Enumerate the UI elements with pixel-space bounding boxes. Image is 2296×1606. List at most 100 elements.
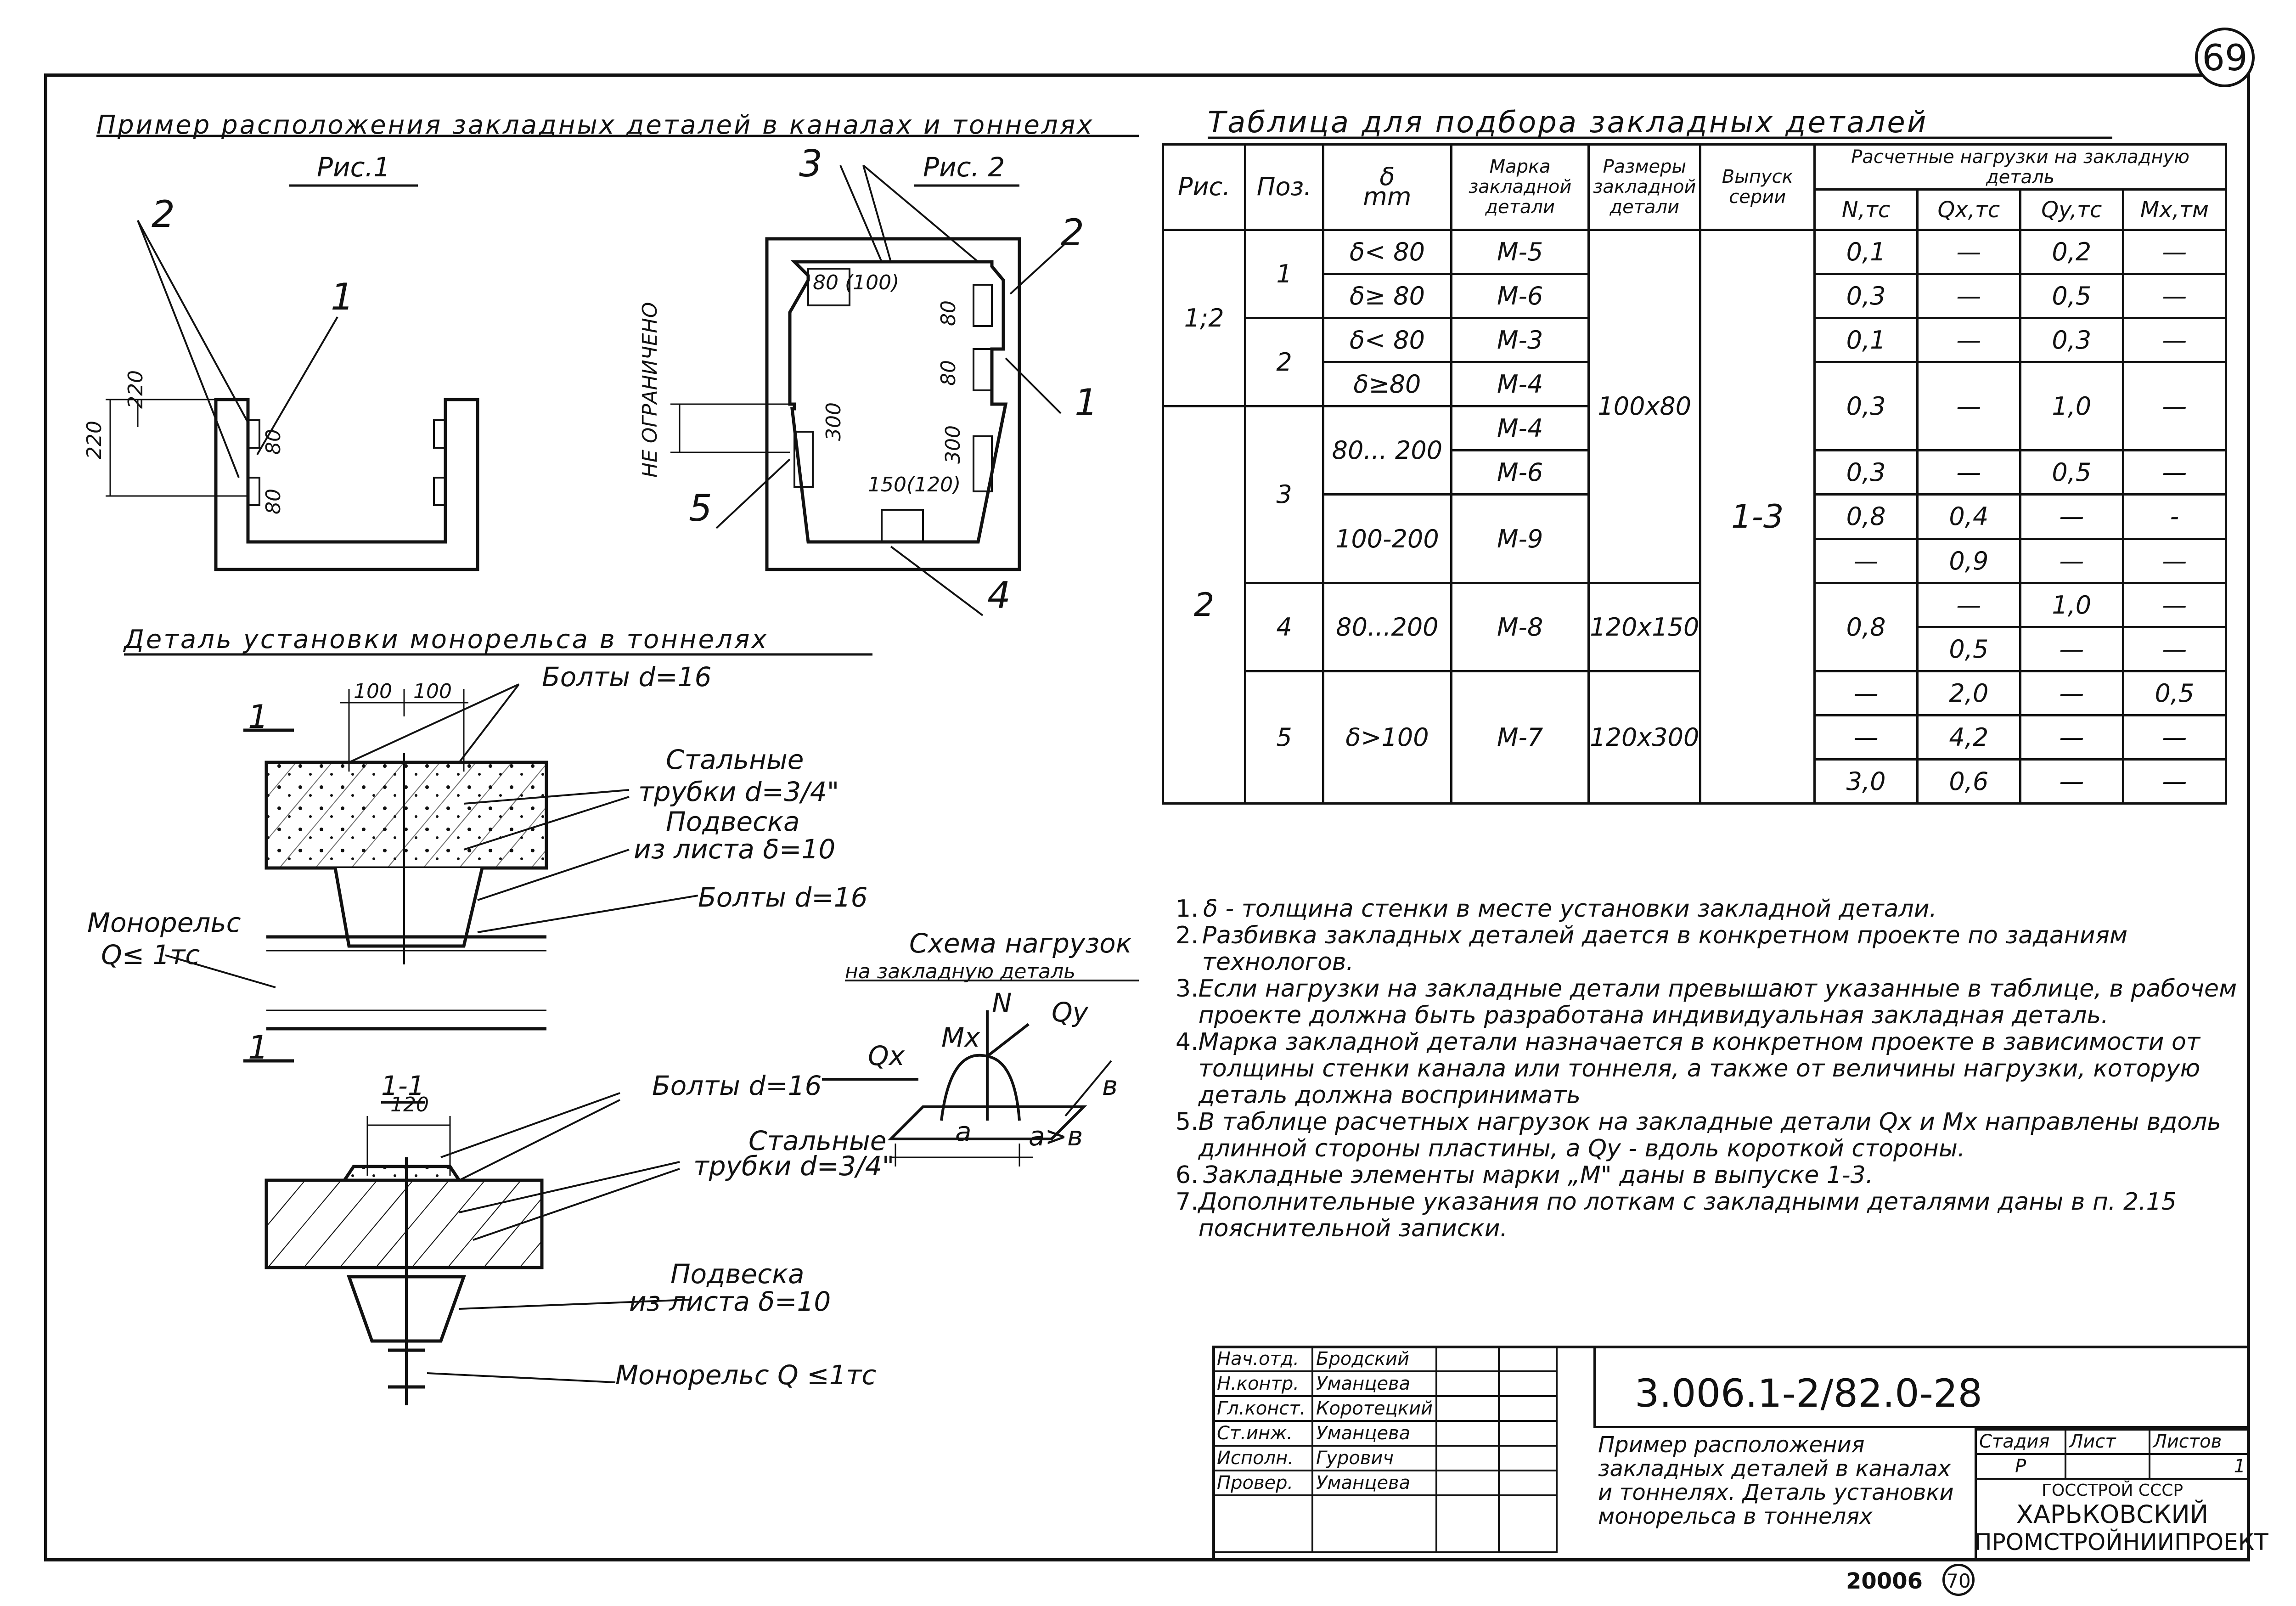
table-row: 1;2 1 δ< 80 М-5 100x80 1-3 0,1 — 0,2 — [1161, 228, 2228, 805]
cell-qy: — [2019, 758, 2124, 805]
sig-signature [1435, 1445, 1500, 1471]
sig-role: Нач.отд. [1212, 1346, 1313, 1372]
cell-fig-1-2: 1;2 [1161, 228, 1247, 408]
mono-monorail: Монорельс [87, 907, 241, 938]
sheet-value [2065, 1453, 2150, 1480]
mono-hanger: Подвеска [666, 806, 800, 837]
scheme-qx: Qx [868, 1040, 905, 1071]
cell-qy: — [2019, 670, 2124, 716]
footer-code: 20006 [1846, 1568, 1923, 1594]
section-bolts: Болты d=16 [652, 1070, 822, 1101]
sig-signature [1435, 1346, 1500, 1372]
fig2-tunnel [670, 164, 1066, 616]
cell-mx: 0,5 [2122, 670, 2228, 716]
cell-qy: 0,3 [2019, 317, 2124, 364]
cell-pos: 4 [1244, 581, 1324, 672]
cell-mx: - [2122, 493, 2228, 540]
table-row: 5 δ>100 М-7 120x300 — 2,0 — 0,5 [1163, 670, 2228, 805]
note-item: 2.Разбивка закладных деталей дается в ко… [1176, 922, 2245, 975]
cell-fig-2: 2 [1161, 405, 1247, 805]
cell-qy: 1,0 [2019, 581, 2124, 628]
cell-pos: 2 [1244, 317, 1324, 408]
scheme-n: N [992, 987, 1012, 1019]
stage-value: Р [1974, 1453, 2067, 1480]
cell-pos: 1 [1244, 228, 1324, 320]
note-number: 3. [1176, 975, 1199, 1003]
section-hanger-sheet: из листа δ=10 [629, 1286, 831, 1317]
th-pos: Поз. [1244, 143, 1324, 231]
cell-n: 0,1 [1813, 317, 1919, 364]
fig1-dim-220a: 220 [124, 370, 147, 409]
cell-mark: М-8 [1450, 581, 1590, 672]
sig-empty [1311, 1494, 1438, 1553]
note-item: 7.Дополнительные указания по лоткам с за… [1176, 1189, 2245, 1242]
sig-role: Ст.инж. [1212, 1420, 1313, 1447]
cell-n: 0,8 [1813, 493, 1919, 540]
cell-mark: М-7 [1450, 670, 1590, 805]
org-line-2: ХАРЬКОВСКИЙ [2016, 1500, 2209, 1529]
note-item: 3.Если нагрузки на закладные детали прев… [1176, 975, 2245, 1029]
sig-role: Исполн. [1212, 1445, 1313, 1471]
table-title: Таблица для подбора закладных деталей [1208, 106, 1928, 140]
cell-size: 100x80 [1587, 228, 1702, 584]
cell-pos: 3 [1244, 405, 1324, 584]
cell-mark: М-4 [1450, 361, 1590, 408]
note-text: δ - толщина стенки в месте установки зак… [1203, 895, 1937, 923]
cell-mx: — [2122, 625, 2228, 672]
cell-mx: — [2122, 581, 2228, 628]
code-box [1593, 1346, 2250, 1428]
cell-mx: — [2122, 714, 2228, 761]
cell-delta: δ≥ 80 [1322, 273, 1453, 320]
note-text: В таблице расчетных нагрузок на закладны… [1198, 1108, 2222, 1162]
note-number: 7. [1176, 1188, 1199, 1216]
sig-role: Гл.конст. [1212, 1395, 1313, 1422]
fig2-unlimited: НЕ ОГРАНИЧЕНО [638, 302, 662, 478]
cell-delta: δ< 80 [1322, 317, 1453, 364]
scheme-a-gt-b: a>в [1029, 1121, 1083, 1152]
th-qy: Qy,тс [2019, 188, 2124, 231]
notes-list: 1.δ - толщина стенки в месте установки з… [1176, 896, 2245, 1242]
sig-name: Уманцева [1311, 1420, 1438, 1447]
cell-qx: 0,4 [1916, 493, 2021, 540]
sig-date [1498, 1420, 1558, 1447]
organization: ГОССТРОЙ СССР ХАРЬКОВСКИЙ ПРОМСТРОЙНИИПР… [1975, 1481, 2268, 1555]
note-number: 1. [1176, 895, 1199, 923]
cell-n: — [1813, 537, 1919, 584]
note-text: Закладные элементы марки „М" даны в выпу… [1203, 1161, 1874, 1189]
th-fig: Рис. [1161, 143, 1247, 231]
cell-mark: М-6 [1450, 273, 1590, 320]
scheme-mx: Mx [941, 1022, 980, 1053]
fig2-dim-300b: 300 [941, 425, 965, 464]
cell-mx: — [2122, 361, 2228, 452]
sheets-value: 1 [2148, 1453, 2251, 1480]
table-row: М-6 0,3 — 0,5 — [1163, 449, 2228, 496]
cell-qx: 0,9 [1916, 537, 2021, 584]
signature-row [1212, 1494, 1558, 1553]
fig1-pos1: 1 [331, 276, 354, 318]
note-item: 6.Закладные элементы марки „М" даны в вы… [1176, 1162, 2245, 1189]
cell-qy: 0,2 [2019, 228, 2124, 276]
section-monorail: Монорельс Q ≤1тс [615, 1359, 877, 1391]
cell-mark: М-3 [1450, 317, 1590, 364]
cell-mx: — [2122, 537, 2228, 584]
cell-qx: 4,2 [1916, 714, 2021, 761]
table-row: 100-200 М-9 0,8 0,4 — - [1163, 493, 2228, 584]
cell-qx: — [1916, 581, 2021, 628]
cell-qy: 0,5 [2019, 449, 2124, 496]
sig-date [1498, 1395, 1558, 1422]
sig-signature [1435, 1395, 1500, 1422]
fig2-caption: Рис. 2 [923, 152, 1005, 183]
section-steel-tubes: Стальные [748, 1125, 887, 1156]
section-hanger: Подвеска [670, 1258, 805, 1290]
fig1-dim-220b: 220 [83, 421, 106, 459]
cell-n: 0,1 [1813, 228, 1919, 276]
section-caption: 1-1 [381, 1070, 425, 1104]
mono-cut-bottom: 1 [248, 1029, 269, 1066]
fig2-dim-80a: 80 [937, 300, 960, 326]
cell-delta: 80...200 [1322, 581, 1453, 672]
cell-n: 0,3 [1813, 273, 1919, 320]
signature-row: Гл.конст.Коротецкий [1212, 1395, 1558, 1422]
table-row: — 0,9 — — [1163, 537, 2228, 584]
